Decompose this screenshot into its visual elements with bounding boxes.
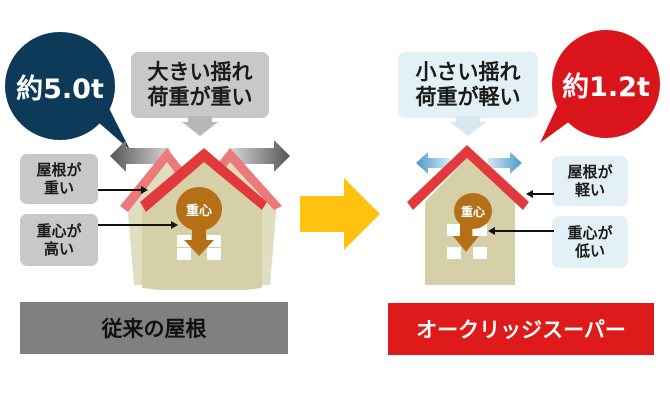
pointer-arrows-icon: [98, 186, 178, 229]
center-high-label: 重心が 高い: [20, 214, 98, 266]
footer-conventional-roof: 従来の屋根: [20, 302, 288, 354]
roof-heavy-label: 屋根が 重い: [20, 154, 98, 204]
footer-oakridge-super: オークリッジスーパー: [388, 303, 654, 355]
shake-load-box-oakridge: 小さい揺れ 荷重が軽い: [398, 52, 538, 118]
shake-text: 小さい揺れ: [415, 59, 521, 84]
down-arrow-icon: [450, 116, 486, 136]
roof-light-label: 屋根が 軽い: [552, 156, 628, 206]
center-label-line2: 低い: [574, 242, 605, 260]
center-low-label: 重心が 低い: [552, 216, 628, 268]
roof-label-line2: 重い: [43, 179, 74, 197]
pointer-arrows-icon: [488, 190, 554, 235]
shake-load-box-conventional: 大きい揺れ 荷重が重い: [131, 52, 269, 118]
roof-label-line1: 屋根が: [36, 161, 82, 179]
center-of-gravity-marker-conventional: 重心: [176, 187, 222, 231]
center-of-gravity-marker-oakridge: 重心: [454, 193, 492, 229]
weight-badge-conventional: 約5.0t: [5, 32, 115, 140]
arrow-right-icon: [300, 178, 380, 250]
load-text: 荷重が軽い: [415, 85, 521, 109]
center-label-line2: 高い: [43, 240, 74, 258]
down-arrow-icon: [182, 116, 218, 136]
roof-label-line2: 軽い: [574, 181, 605, 199]
load-text: 荷重が重い: [147, 85, 253, 109]
sway-arrows-small-icon: [416, 152, 522, 174]
center-label-line1: 重心が: [567, 224, 613, 242]
weight-badge-oakridge: 約1.2t: [552, 30, 660, 138]
center-label-line1: 重心が: [36, 222, 82, 240]
shake-text: 大きい揺れ: [147, 59, 253, 84]
roof-label-line1: 屋根が: [567, 163, 613, 181]
